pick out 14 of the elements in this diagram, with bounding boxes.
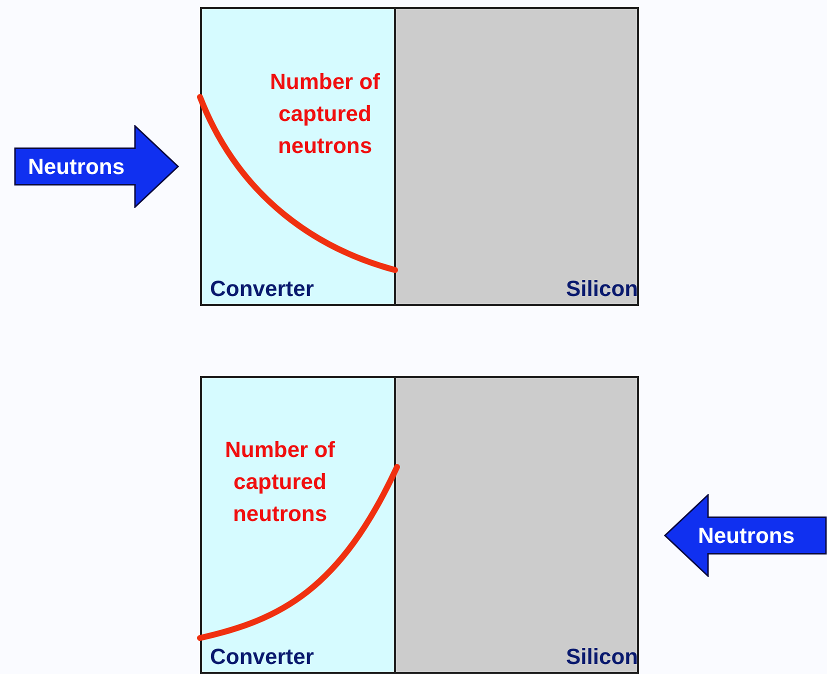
- layer-label: Silicon: [566, 276, 638, 302]
- layer-label: Converter: [210, 276, 314, 302]
- block-arrow: [14, 125, 179, 208]
- block-arrow: [664, 494, 827, 577]
- converter-layer: [200, 7, 396, 306]
- silicon-layer: [394, 376, 639, 674]
- silicon-layer: [394, 7, 639, 306]
- converter-layer: [200, 376, 396, 674]
- layer-label: Silicon: [566, 644, 638, 670]
- curve-label: Number of captured neutrons: [224, 436, 336, 528]
- arrow-label: Neutrons: [698, 522, 795, 548]
- arrow-label: Neutrons: [28, 154, 125, 180]
- layer-label: Converter: [210, 644, 314, 670]
- curve-label: Number of captured neutrons: [269, 68, 381, 160]
